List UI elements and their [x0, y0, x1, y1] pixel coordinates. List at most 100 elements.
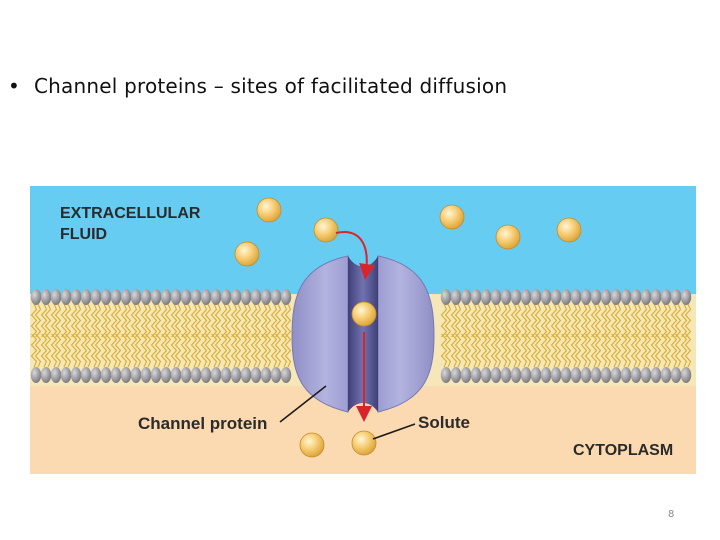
lipid-tail — [140, 333, 148, 368]
lipid-head — [550, 367, 562, 383]
lipid-tail — [680, 333, 688, 368]
lipid-head — [150, 367, 162, 383]
lipid-tail — [214, 333, 222, 368]
lipid-tail — [250, 303, 258, 338]
lipid-tail — [510, 333, 518, 368]
lipid-head — [630, 289, 642, 305]
lipid-tail — [194, 333, 202, 368]
slide-heading: Channel proteins – sites of facilitated … — [34, 74, 508, 98]
protein-left-half — [291, 255, 349, 413]
lipid-tail — [644, 303, 652, 338]
lipid-tail — [454, 303, 462, 338]
lipid-head — [210, 289, 222, 305]
lipid-tail — [520, 333, 528, 368]
lipid-head — [500, 289, 512, 305]
lipid-head — [130, 289, 142, 305]
lipid-tail — [480, 303, 488, 338]
lipid-tail — [154, 333, 162, 368]
lipid-tail — [50, 303, 58, 338]
lipid-head — [440, 367, 452, 383]
solute-particle — [256, 197, 282, 223]
lipid-heads — [30, 289, 692, 383]
lipid-tail — [110, 333, 118, 368]
lipid-tail — [484, 303, 492, 338]
lipid-tail — [194, 303, 202, 338]
lipid-head — [600, 289, 612, 305]
lipid-tail — [144, 303, 152, 338]
lipid-tail — [624, 303, 632, 338]
lipid-head — [580, 289, 592, 305]
lipid-tail — [114, 303, 122, 338]
lipid-head — [480, 289, 492, 305]
solute-particle — [556, 217, 582, 243]
lipid-head — [550, 289, 562, 305]
lipid-tail — [240, 303, 248, 338]
lipid-tail — [554, 303, 562, 338]
lipid-tail — [514, 333, 522, 368]
lipid-tail — [594, 333, 602, 368]
lipid-tail — [274, 303, 282, 338]
lipid-tail — [180, 303, 188, 338]
lipid-head — [510, 289, 522, 305]
lipid-tail — [210, 303, 218, 338]
lipid-tail — [90, 303, 98, 338]
lipid-tail — [34, 333, 42, 368]
lipid-tail — [654, 333, 662, 368]
lipid-tail — [110, 303, 118, 338]
lipid-head — [50, 367, 62, 383]
lipid-head — [520, 289, 532, 305]
lipid-tail — [494, 303, 502, 338]
lipid-tail — [190, 333, 198, 368]
lipid-head — [620, 289, 632, 305]
lipid-tail — [450, 333, 458, 368]
lipid-tail — [114, 333, 122, 368]
lipid-tail — [44, 303, 52, 338]
solute-particle — [299, 432, 325, 458]
lipid-tail — [274, 333, 282, 368]
lipid-head — [540, 367, 552, 383]
lipid-tail — [80, 303, 88, 338]
lipid-head — [670, 289, 682, 305]
lipid-head — [470, 367, 482, 383]
lipid-tail — [570, 303, 578, 338]
lipid-head — [650, 289, 662, 305]
lipid-tail — [230, 333, 238, 368]
extracellular-fluid-label: EXTRACELLULAR FLUID — [60, 203, 200, 245]
lipid-tail — [164, 303, 172, 338]
lipid-head — [520, 367, 532, 383]
lipid-tail — [254, 303, 262, 338]
lipid-tail — [534, 303, 542, 338]
lipid-tail — [210, 333, 218, 368]
cytoplasm-label: CYTOPLASM — [573, 442, 674, 459]
lipid-tail — [464, 333, 472, 368]
lipid-head — [260, 367, 272, 383]
lipid-tail — [670, 303, 678, 338]
lipid-tail — [550, 333, 558, 368]
lipid-head — [490, 289, 502, 305]
lipid-head — [450, 367, 462, 383]
lipid-tail — [474, 303, 482, 338]
lipid-head — [200, 367, 212, 383]
lipid-tail — [564, 333, 572, 368]
lipid-tail — [570, 333, 578, 368]
solute-particle — [313, 217, 339, 243]
lipid-head — [120, 289, 132, 305]
lipid-tail — [620, 333, 628, 368]
lipid-head — [230, 289, 242, 305]
lipid-tail — [270, 303, 278, 338]
lipid-head — [180, 367, 192, 383]
lipid-tail — [514, 303, 522, 338]
lipid-tail — [634, 303, 642, 338]
page-number: 8 — [668, 509, 675, 520]
lipid-head — [530, 367, 542, 383]
lipid-tail — [64, 303, 72, 338]
lipid-tail — [154, 303, 162, 338]
lipid-tail — [50, 333, 58, 368]
lipid-head — [250, 289, 262, 305]
lipid-head — [160, 367, 172, 383]
lipid-tail — [140, 303, 148, 338]
lipid-tail — [84, 303, 92, 338]
lipid-tail — [280, 303, 288, 338]
lipid-tail — [580, 333, 588, 368]
lipid-tail — [470, 303, 478, 338]
